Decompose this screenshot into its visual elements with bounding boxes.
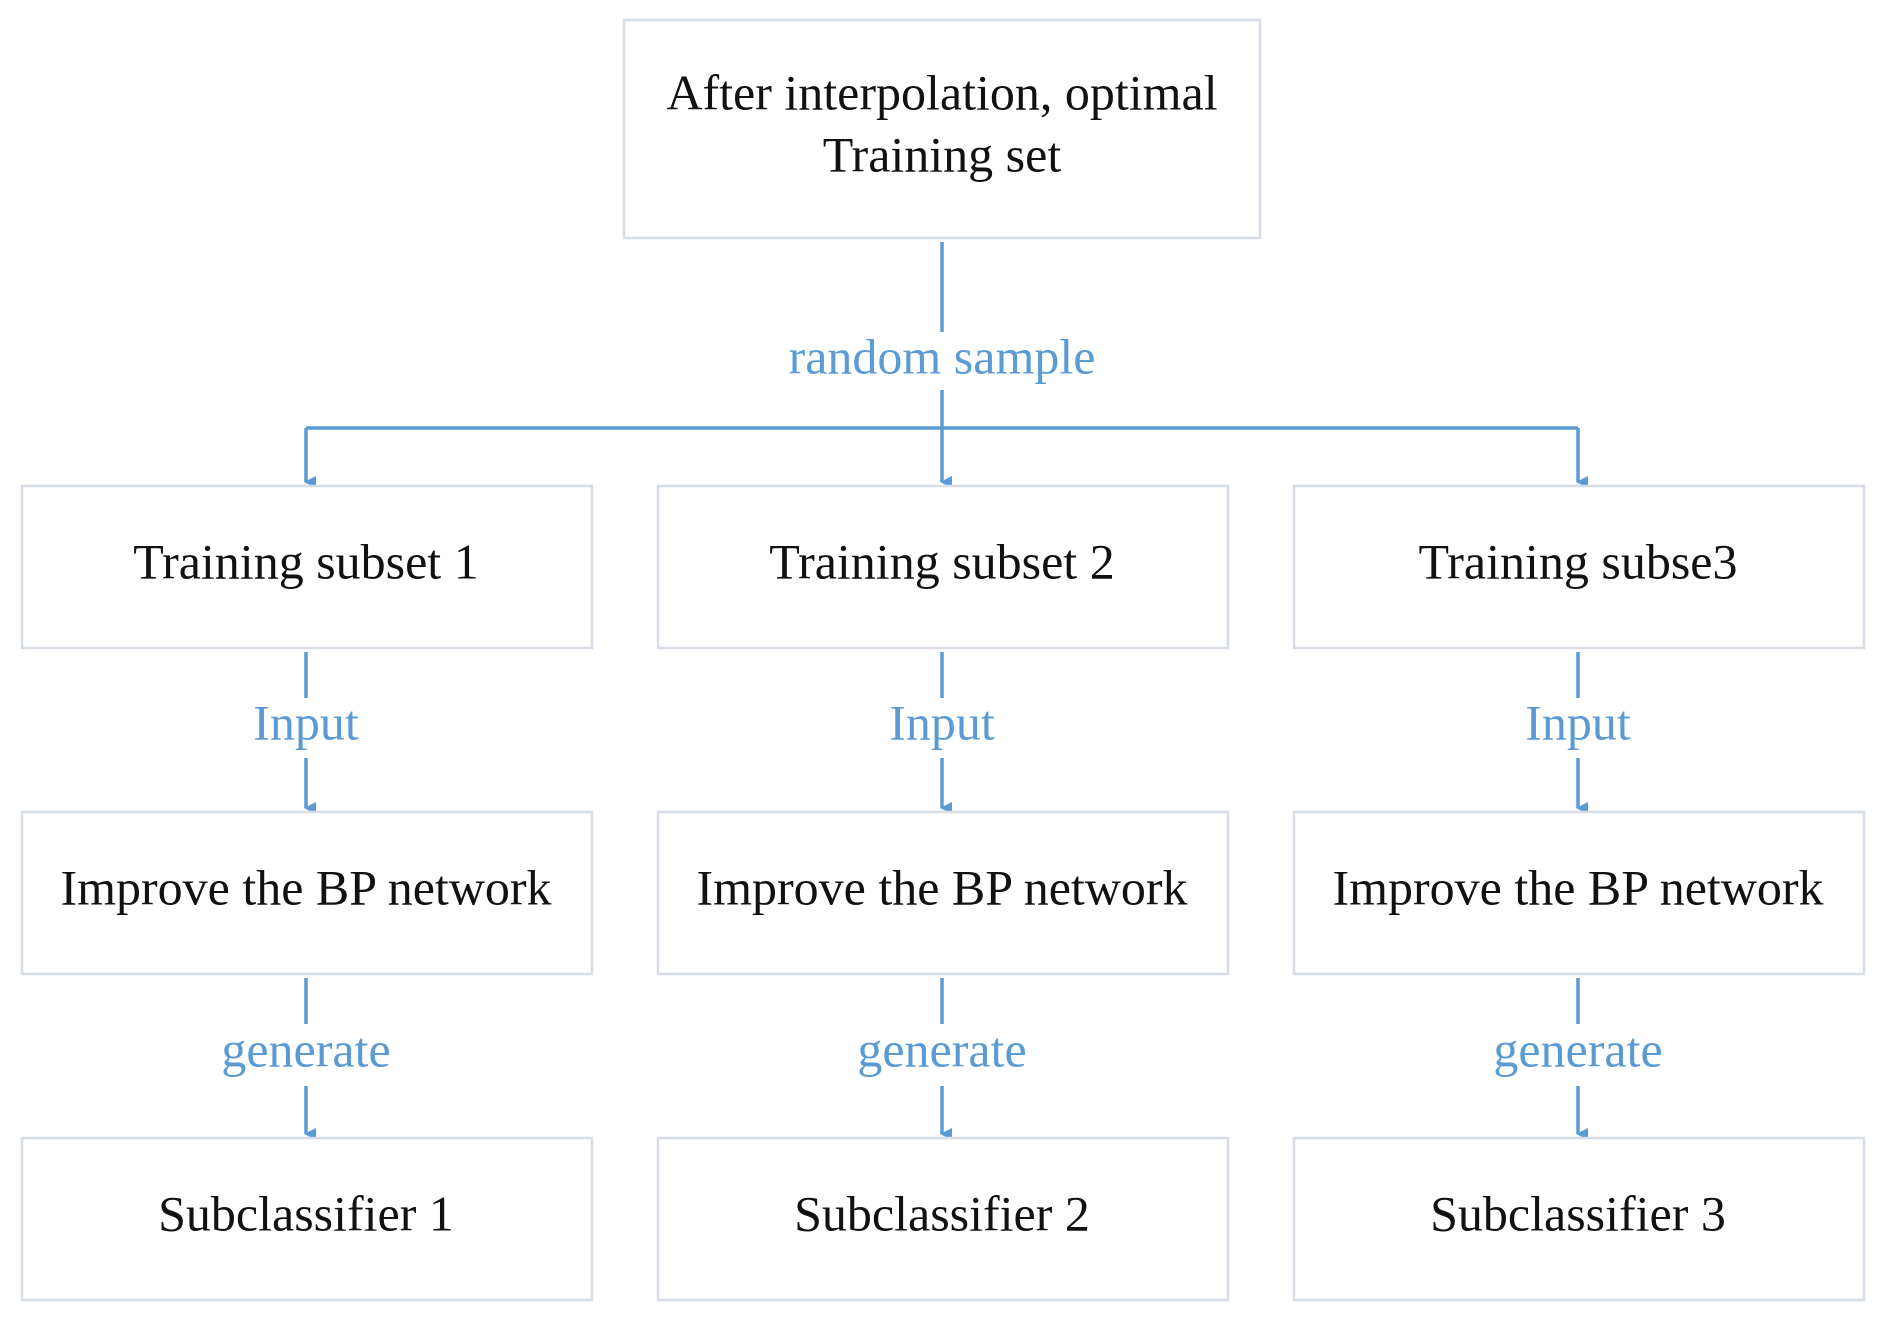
node-training-subset-3-label: Training subse3 (1418, 533, 1737, 589)
edge-label-input-1: Input (253, 694, 359, 750)
node-root-line-1: After interpolation, optimal (666, 64, 1217, 120)
node-bp-network-3: Improve the BP network (1292, 810, 1868, 978)
edge-subset2-to-bp2: Input (889, 648, 995, 814)
node-subclassifier-3: Subclassifier 3 (1292, 1136, 1868, 1304)
node-subclassifier-1: Subclassifier 1 (20, 1136, 596, 1304)
node-root-line-2: Training set (823, 126, 1062, 182)
node-root: After interpolation, optimal Training se… (622, 18, 1264, 242)
node-bp-network-2: Improve the BP network (656, 810, 1232, 978)
edge-label-generate-3: generate (1493, 1021, 1662, 1077)
node-training-subset-1-label: Training subset 1 (133, 533, 478, 589)
node-bp-network-1-label: Improve the BP network (60, 859, 551, 915)
node-training-subset-2-label: Training subset 2 (769, 533, 1114, 589)
node-subclassifier-2-label: Subclassifier 2 (794, 1185, 1090, 1241)
edge-label-input-2: Input (889, 694, 995, 750)
edge-bp1-to-sub1: generate (221, 974, 391, 1140)
node-bp-network-2-label: Improve the BP network (696, 859, 1187, 915)
node-bp-network-1: Improve the BP network (20, 810, 596, 978)
edge-subset1-to-bp1: Input (253, 648, 359, 814)
node-training-subset-1: Training subset 1 (20, 484, 596, 652)
edge-label-random-sample: random sample (789, 328, 1096, 384)
edge-bp2-to-sub2: generate (857, 974, 1027, 1140)
edge-label-generate-2: generate (857, 1021, 1026, 1077)
edge-label-generate-1: generate (221, 1021, 390, 1077)
node-training-subset-2: Training subset 2 (656, 484, 1232, 652)
edge-label-input-3: Input (1525, 694, 1631, 750)
edge-subset3-to-bp3: Input (1525, 648, 1631, 814)
edge-bp3-to-sub3: generate (1493, 974, 1663, 1140)
node-training-subset-3: Training subse3 (1292, 484, 1868, 652)
node-bp-network-3-label: Improve the BP network (1332, 859, 1823, 915)
node-subclassifier-2: Subclassifier 2 (656, 1136, 1232, 1304)
node-subclassifier-3-label: Subclassifier 3 (1430, 1185, 1726, 1241)
edge-root-to-subsets: random sample (304, 238, 1588, 488)
node-subclassifier-1-label: Subclassifier 1 (158, 1185, 454, 1241)
